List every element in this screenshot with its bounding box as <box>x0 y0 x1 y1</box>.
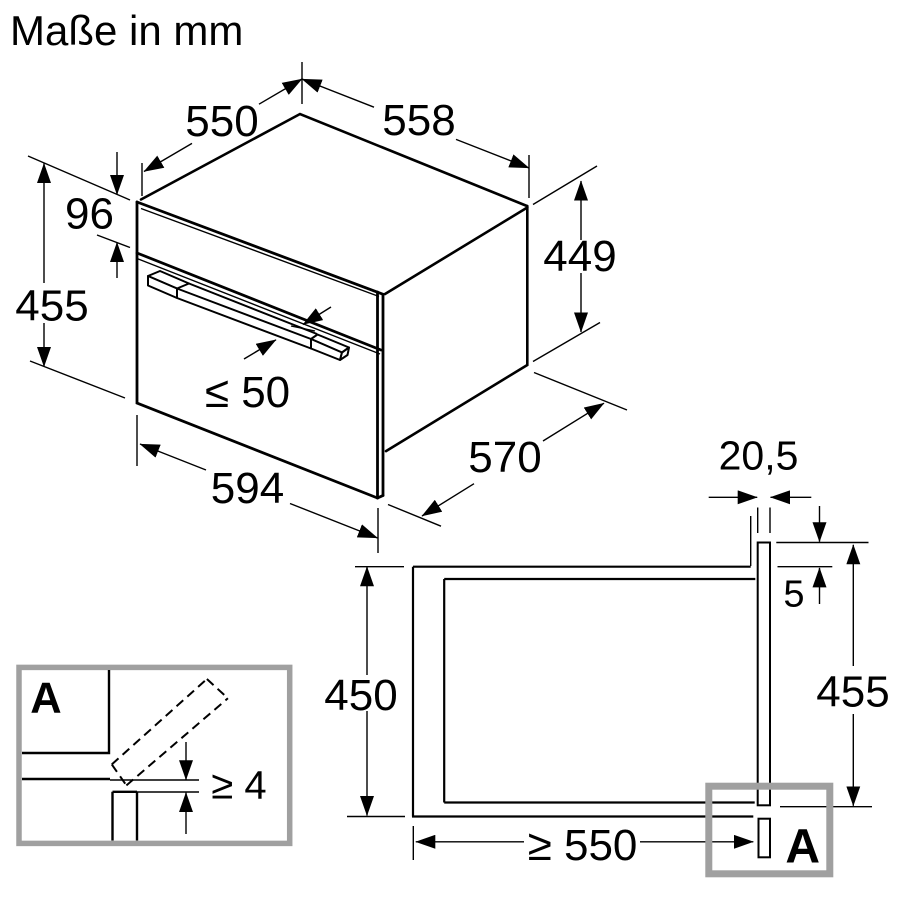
svg-text:A: A <box>785 821 820 874</box>
svg-text:550: 550 <box>185 97 258 146</box>
svg-text:455: 455 <box>816 668 889 717</box>
svg-text:455: 455 <box>15 282 88 331</box>
svg-text:450: 450 <box>324 671 397 720</box>
svg-text:570: 570 <box>468 433 541 482</box>
svg-text:96: 96 <box>65 190 114 239</box>
svg-text:Maße in mm: Maße in mm <box>10 7 243 54</box>
svg-text:A: A <box>30 675 61 723</box>
svg-text:5: 5 <box>783 574 804 616</box>
svg-text:20,5: 20,5 <box>719 433 799 479</box>
svg-text:558: 558 <box>382 96 455 145</box>
svg-text:594: 594 <box>211 464 284 513</box>
svg-text:≥ 550: ≥ 550 <box>528 821 638 870</box>
svg-text:≥ 4: ≥ 4 <box>211 764 266 808</box>
svg-text:449: 449 <box>543 232 616 281</box>
svg-text:≤ 50: ≤ 50 <box>205 368 290 417</box>
